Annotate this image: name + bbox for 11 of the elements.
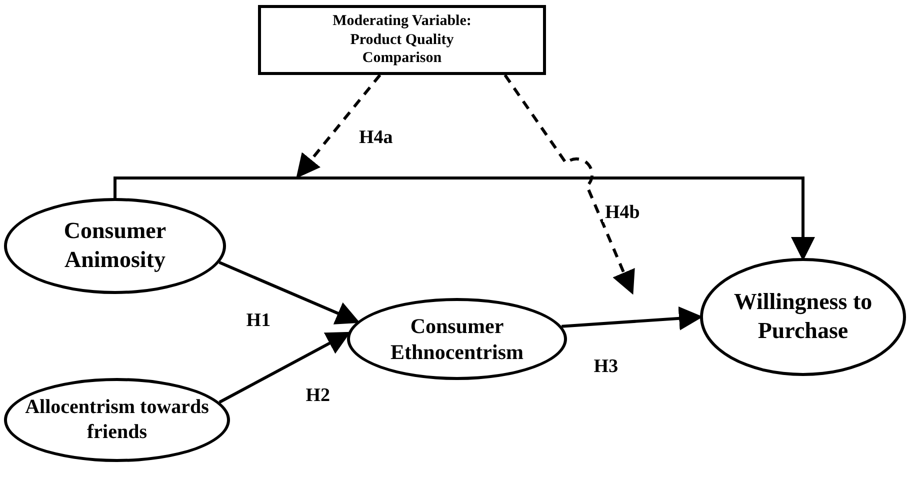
arrow (504, 74, 635, 295)
arrow (296, 74, 382, 178)
node-label: Allocentrism towards friends (24, 395, 210, 445)
arrow (218, 261, 360, 324)
moderator-box (258, 5, 546, 75)
node-label: Consumer Ethnocentrism (390, 312, 524, 366)
node-label: Willingness to Purchase (732, 288, 874, 345)
node-label: Consumer Animosity (62, 217, 168, 274)
node-label: Moderating Variable: Product Quality Comparison (332, 12, 472, 68)
arrow (114, 176, 815, 261)
edge-label: H4b (603, 203, 642, 222)
